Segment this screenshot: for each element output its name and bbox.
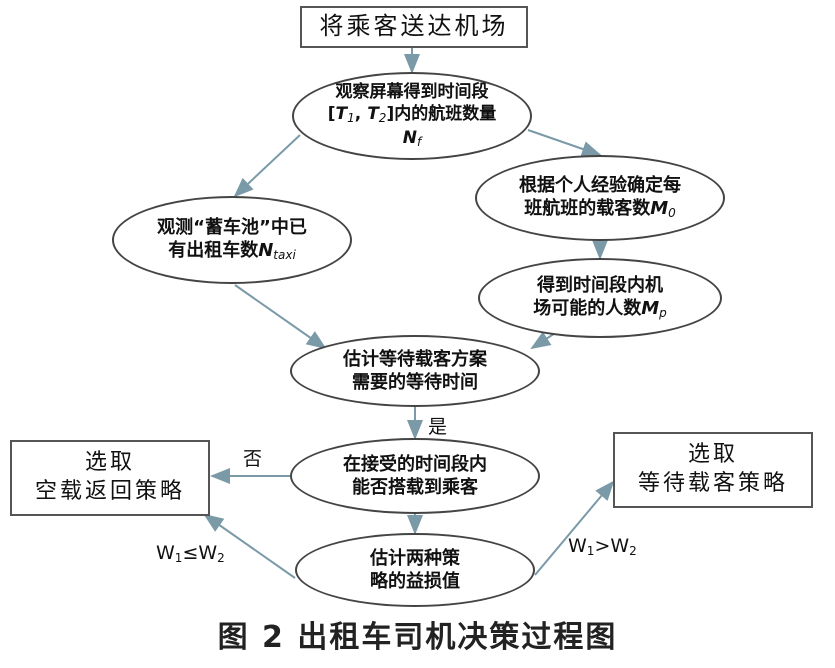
start-node: 将乘客送达机场 <box>300 6 528 48</box>
possible-line-1: 得到时间段内机 <box>537 275 663 296</box>
wait-load-line-2: 等待载客策略 <box>637 471 788 496</box>
observe-screen-line-2: [T1, T2]内的航班数量 <box>328 103 496 127</box>
edge-gain-to-return <box>203 513 296 579</box>
edge-label-yes: 是 <box>428 416 448 438</box>
le-operator: ≤W <box>182 542 218 564</box>
wait-load-node: 选取 等待载客策略 <box>613 432 813 508</box>
estimate-wait-node: 估计等待载客方案 需要的等待时间 <box>290 335 540 407</box>
nf-subscript: f <box>417 135 422 150</box>
return-empty-line-1: 选取 <box>84 450 135 476</box>
w1-symbol-gt: W <box>568 535 587 557</box>
taxi-pool-line-1: 观测“蓄车池”中已 <box>157 217 307 238</box>
estimate-gain-line-2: 略的益损值 <box>370 571 460 592</box>
taxi-pool-line-2: 有出租车数Ntaxi <box>168 239 296 264</box>
observe-screen-node: 观察屏幕得到时间段 [T1, T2]内的航班数量 Nf <box>292 72 532 160</box>
mp-subscript: p <box>659 306 667 321</box>
estimate-gain-line-1: 估计两种策 <box>370 547 460 569</box>
edge-pool-to-wait <box>234 284 327 350</box>
decision-line-1: 在接受的时间段内 <box>343 453 487 475</box>
possible-text: 场可能的人数 <box>533 298 642 320</box>
experience-text: 班航班的载客数 <box>524 198 651 220</box>
t1-subscript: 1 <box>347 111 355 126</box>
w2-subscript-gt: 2 <box>629 544 637 558</box>
observe-screen-line-3: Nf <box>403 127 421 151</box>
mp-symbol: M <box>641 298 660 320</box>
w1-subscript-gt: 1 <box>586 544 595 558</box>
decision-line-2: 能否搭载到乘客 <box>352 477 478 498</box>
return-empty-node: 选取 空载返回策略 <box>10 440 210 516</box>
return-empty-line-2: 空载返回策略 <box>34 479 185 504</box>
w1-symbol: W <box>156 542 175 564</box>
estimate-gain-node: 估计两种策 略的益损值 <box>295 533 535 607</box>
taxi-pool-node: 观测“蓄车池”中已 有出租车数Ntaxi <box>112 196 352 284</box>
experience-node: 根据个人经验确定每 班航班的载客数M0 <box>475 155 725 241</box>
figure-caption: 图 2 出租车司机决策过程图 <box>217 620 618 655</box>
w2-subscript: 2 <box>217 551 225 565</box>
bracket-close-text: ]内的航班数量 <box>386 104 497 125</box>
wait-load-line-1: 选取 <box>687 442 738 468</box>
start-node-label: 将乘客送达机场 <box>319 12 509 41</box>
experience-line-2: 班航班的载客数M0 <box>524 197 676 222</box>
taxi-pool-text: 有出租车数 <box>168 240 259 262</box>
possible-people-node: 得到时间段内机 场可能的人数Mp <box>478 258 722 338</box>
comma: , <box>354 104 368 125</box>
edge-observe-to-experience <box>527 129 602 157</box>
estimate-wait-line-1: 估计等待载客方案 <box>343 348 487 370</box>
edge-label-w-gt: W1>W2 <box>568 535 637 558</box>
observe-screen-line-1: 观察屏幕得到时间段 <box>335 82 489 103</box>
t-symbol-1: T <box>335 104 348 125</box>
gt-operator: >W <box>594 535 630 557</box>
t2-subscript: 2 <box>378 111 387 126</box>
ntaxi-subscript: taxi <box>273 248 296 263</box>
possible-line-2: 场可能的人数Mp <box>533 297 667 322</box>
w1-subscript: 1 <box>174 551 183 565</box>
estimate-wait-line-2: 需要的等待时间 <box>352 372 478 393</box>
m0-symbol: M <box>650 198 669 220</box>
decision-node: 在接受的时间段内 能否搭载到乘客 <box>290 438 540 514</box>
ntaxi-symbol: N <box>258 240 274 262</box>
edge-label-no: 否 <box>243 448 263 470</box>
t-symbol-2: T <box>367 104 379 125</box>
edge-observe-to-pool <box>233 134 301 198</box>
nf-symbol: N <box>402 128 417 149</box>
edge-gain-to-wait-load <box>534 480 615 576</box>
experience-line-1: 根据个人经验确定每 <box>519 175 681 196</box>
edge-label-w-le: W1≤W2 <box>156 542 225 565</box>
bracket-open: [ <box>327 104 336 125</box>
m0-subscript: 0 <box>668 206 676 221</box>
